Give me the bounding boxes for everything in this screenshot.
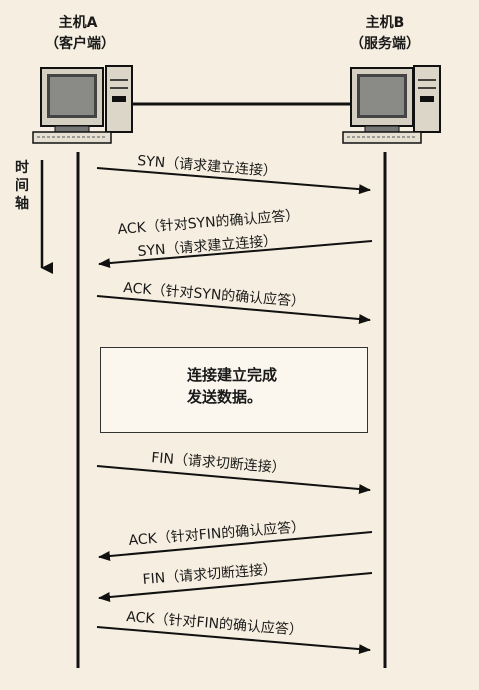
host-a-role: （客户端） [45, 35, 115, 52]
host-b-role: （服务端） [350, 35, 420, 52]
message-4: ACK（针对SYN的确认应答） [96, 279, 371, 325]
time-axis-char-2: 间 [15, 177, 29, 194]
message-8: ACK（针对FIN的确认应答） [96, 608, 371, 655]
connection-status-box: 连接建立完成 发送数据。 [100, 347, 368, 433]
status-line-2: 发送数据。 [187, 388, 263, 406]
message-arrow [96, 465, 371, 495]
host-a-name: 主机A [59, 14, 98, 31]
message-label: ACK（针对FIN的确认应答） [128, 518, 306, 549]
message-arrow [98, 531, 373, 561]
message-7: FIN（请求切断连接） [98, 560, 373, 602]
host-b-name: 主机B [366, 14, 405, 31]
computer-a-icon [32, 65, 133, 144]
message-arrow [96, 295, 371, 325]
message-arrow [96, 626, 371, 655]
time-axis-char-3: 轴 [15, 195, 29, 212]
message-6: ACK（针对FIN的确认应答） [98, 518, 373, 561]
message-label: ACK（针对FIN的确认应答） [126, 608, 304, 639]
message-5: FIN（请求切断连接） [96, 449, 371, 495]
message-arrow [96, 167, 371, 195]
message-arrow [98, 240, 373, 269]
message-1: SYN（请求建立连接） [96, 152, 371, 195]
status-line-1: 连接建立完成 [187, 366, 278, 384]
computer-b-icon [342, 65, 441, 144]
message-label: SYN（请求建立连接） [137, 152, 278, 180]
message-arrow [98, 572, 373, 602]
time-axis-char-1: 时 [15, 159, 29, 176]
